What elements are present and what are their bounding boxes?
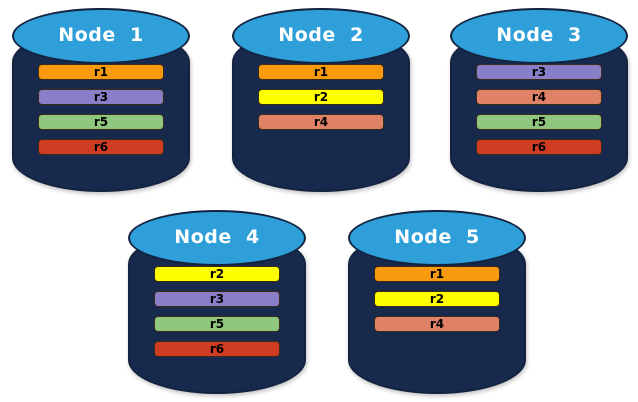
cylinder-top-ellipse <box>450 8 628 64</box>
row-bar-r3[interactable]: r3 <box>154 291 280 307</box>
row-list: r1 r2 r4 <box>258 64 384 130</box>
cylinder-top-ellipse <box>348 210 526 266</box>
row-bar-r1[interactable]: r1 <box>258 64 384 80</box>
cylinder-top-ellipse <box>232 8 410 64</box>
database-node-3[interactable]: Node 3 r3 r4 r5 r6 <box>450 8 628 192</box>
node-title: Node 5 <box>394 226 480 248</box>
row-bar-r2[interactable]: r2 <box>154 266 280 282</box>
node-title: Node 2 <box>278 24 364 46</box>
row-bar-r2[interactable]: r2 <box>258 89 384 105</box>
cylinder-top-ellipse <box>128 210 306 266</box>
row-bar-r4[interactable]: r4 <box>258 114 384 130</box>
database-node-1[interactable]: Node 1 r1 r3 r5 r6 <box>12 8 190 192</box>
node-title: Node 4 <box>174 226 260 248</box>
row-list: r3 r4 r5 r6 <box>476 64 602 155</box>
row-bar-r1[interactable]: r1 <box>374 266 500 282</box>
database-node-4[interactable]: Node 4 r2 r3 r5 r6 <box>128 210 306 394</box>
row-bar-r6[interactable]: r6 <box>476 139 602 155</box>
row-bar-r5[interactable]: r5 <box>154 316 280 332</box>
node-title: Node 1 <box>58 24 144 46</box>
database-node-5[interactable]: Node 5 r1 r2 r4 <box>348 210 526 394</box>
row-bar-r5[interactable]: r5 <box>476 114 602 130</box>
row-bar-r4[interactable]: r4 <box>374 316 500 332</box>
row-bar-r2[interactable]: r2 <box>374 291 500 307</box>
row-bar-r3[interactable]: r3 <box>476 64 602 80</box>
row-bar-r3[interactable]: r3 <box>38 89 164 105</box>
node-title: Node 3 <box>496 24 582 46</box>
row-list: r1 r3 r5 r6 <box>38 64 164 155</box>
row-bar-r4[interactable]: r4 <box>476 89 602 105</box>
row-bar-r6[interactable]: r6 <box>154 341 280 357</box>
row-list: r1 r2 r4 <box>374 266 500 332</box>
row-bar-r6[interactable]: r6 <box>38 139 164 155</box>
row-list: r2 r3 r5 r6 <box>154 266 280 357</box>
row-bar-r1[interactable]: r1 <box>38 64 164 80</box>
row-bar-r5[interactable]: r5 <box>38 114 164 130</box>
cylinder-top-ellipse <box>12 8 190 64</box>
database-node-2[interactable]: Node 2 r1 r2 r4 <box>232 8 410 192</box>
